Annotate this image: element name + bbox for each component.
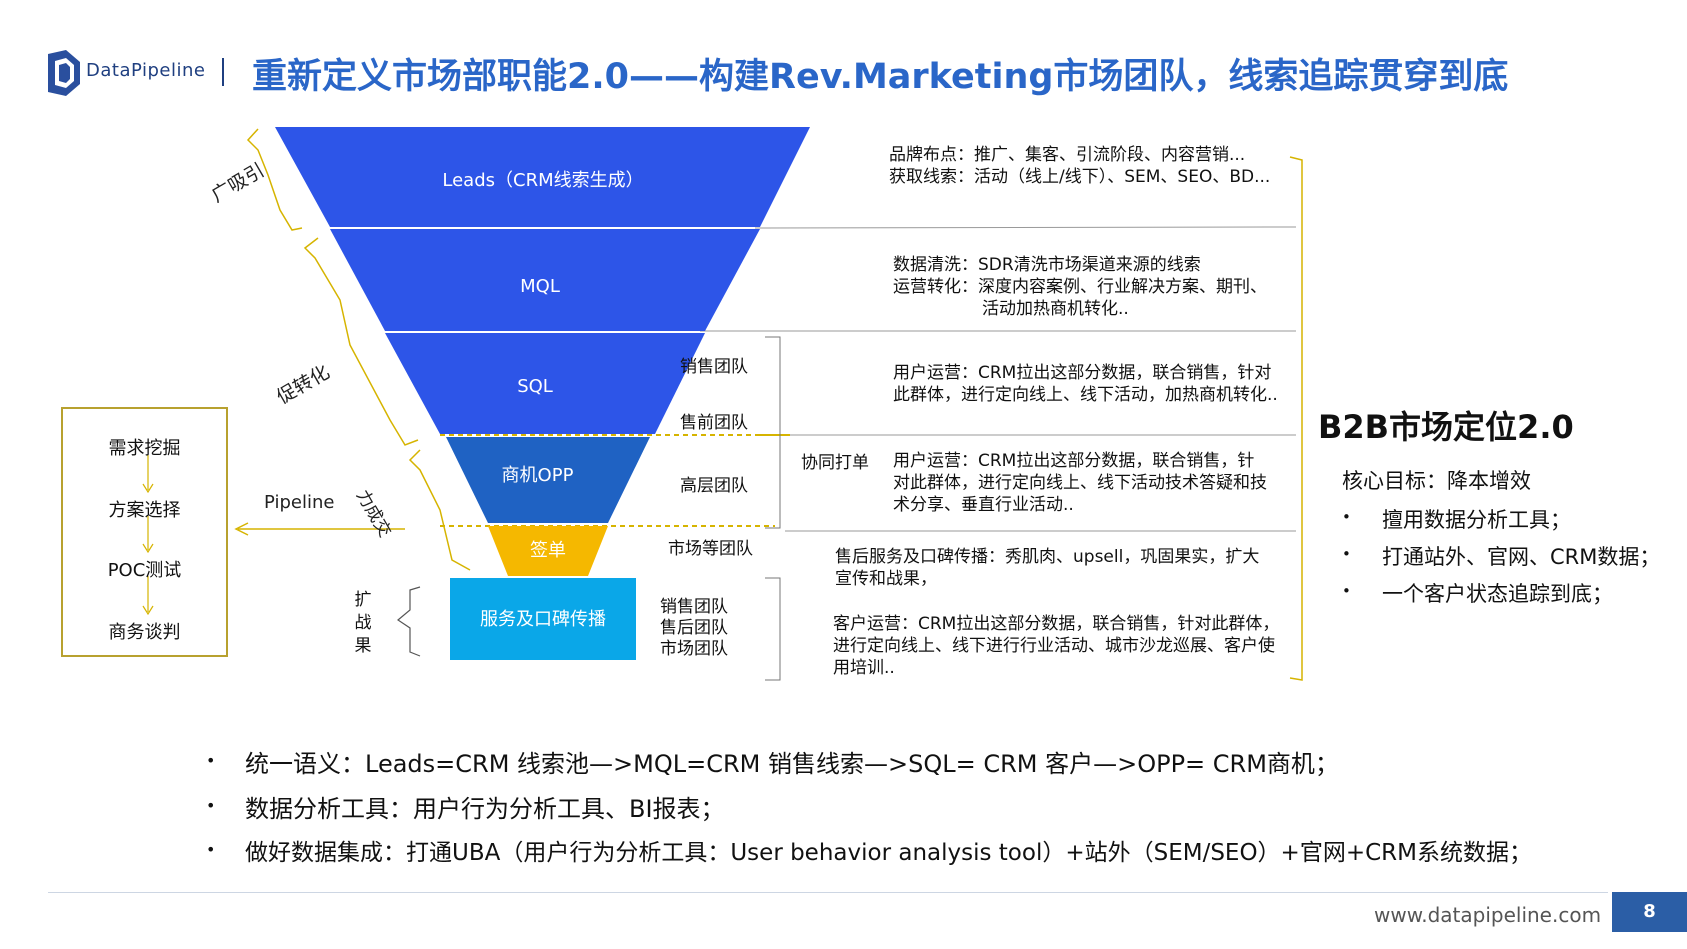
desc-line: 数据清洗：SDR清洗市场渠道来源的线索 xyxy=(893,255,1201,275)
funnel-layer-opp xyxy=(446,437,650,523)
desc-line: 宣传和战果， xyxy=(835,569,937,589)
desc-line: 售后服务及口碑传播：秀肌肉、upsell，巩固果实，扩大 xyxy=(835,547,1260,567)
team-bracket xyxy=(765,336,781,529)
step-arrow-head xyxy=(142,543,154,554)
bullet-icon: • xyxy=(206,840,216,859)
desc-sql: 用户运营：CRM拉出这部分数据，联合销售，针对 此群体，进行定向线上、线下活动，… xyxy=(893,362,1278,406)
desc-mql: 数据清洗：SDR清洗市场渠道来源的线索 运营转化：深度内容案例、行业解决方案、期… xyxy=(893,254,1267,320)
b2b-goal-item: 擅用数据分析工具； xyxy=(1382,508,1571,532)
step-arrow-head xyxy=(142,605,154,616)
funnel-layer-leads xyxy=(275,127,810,227)
b2b-goal-item: 打通站外、官网、CRM数据； xyxy=(1382,545,1661,569)
funnel-label-opp: 商机OPP xyxy=(501,465,574,486)
pipeline-step: 需求挖掘 xyxy=(108,438,181,459)
pipeline-label: Pipeline xyxy=(264,492,335,513)
row-divider xyxy=(754,226,1297,229)
desc-line: 获取线索：活动（线上/线下）、SEM、SEO、BD... xyxy=(889,167,1271,187)
bullet-icon: • xyxy=(1342,582,1351,600)
bottom-point: 做好数据集成：打通UBA（用户行为分析工具：User behavior anal… xyxy=(245,840,1532,866)
desc-line: 客户运营：CRM拉出这部分数据，联合销售，针对此群体， xyxy=(833,614,1280,634)
desc-line: 用户运营：CRM拉出这部分数据，联合销售，针对 xyxy=(893,363,1272,383)
expand-bracket xyxy=(396,586,421,657)
funnel-label-mql: MQL xyxy=(520,276,560,297)
bullet-icon: • xyxy=(1342,508,1351,526)
bottom-point: 统一语义：Leads=CRM 线索池—>MQL=CRM 销售线索—>SQL= C… xyxy=(245,750,1339,778)
pipeline-arrow-head xyxy=(234,522,249,536)
desc-line: 此群体，进行定向线上、线下活动，加热商机转化.. xyxy=(893,385,1278,405)
pipeline-steps-box xyxy=(61,407,228,657)
core-goal: 核心目标：降本增效 xyxy=(1342,469,1531,493)
bottom-point: 数据分析工具：用户行为分析工具、BI报表； xyxy=(245,795,725,823)
desc-opp: 用户运营：CRM拉出这部分数据，联合销售，针 对此群体，进行定向线上、线下活动技… xyxy=(893,450,1267,516)
page-title: 重新定义市场部职能2.0——构建Rev.Marketing市场团队，线索追踪贯穿… xyxy=(252,57,1509,97)
desc-leads: 品牌布点：推广、集客、引流阶段、内容营销... 获取线索：活动（线上/线下）、S… xyxy=(889,144,1270,188)
funnel-layer-deal xyxy=(488,526,608,576)
convert-bracket xyxy=(303,237,419,446)
bullet-icon: • xyxy=(1342,545,1351,563)
desc-line: 术分享、垂直行业活动.. xyxy=(893,495,1074,515)
team-collab: 协同打单 xyxy=(801,453,869,473)
team-sales: 销售团队 xyxy=(680,357,748,377)
close-bracket xyxy=(408,449,471,571)
team-senior: 高层团队 xyxy=(680,476,748,496)
funnel-layer-mql xyxy=(330,229,760,331)
desc-line: 用培训.. xyxy=(833,658,895,678)
desc-line: 活动加热商机转化.. xyxy=(982,299,1129,319)
footer-url: www.datapipeline.com xyxy=(1374,903,1602,927)
desc-line: 用户运营：CRM拉出这部分数据，联合销售，针 xyxy=(893,451,1255,471)
team-bracket xyxy=(765,577,781,681)
desc-line: 进行定向线上、线下进行行业活动、城市沙龙巡展、客户使 xyxy=(833,636,1275,656)
pipeline-step: POC测试 xyxy=(107,560,182,581)
pipeline-step: 方案选择 xyxy=(108,500,181,521)
footer-divider xyxy=(48,892,1608,893)
description-bracket xyxy=(1289,156,1303,681)
funnel-layer-sql xyxy=(385,333,705,434)
b2b-title: B2B市场定位2.0 xyxy=(1318,408,1574,446)
service-box xyxy=(450,578,636,660)
desc-customer-ops: 客户运营：CRM拉出这部分数据，联合销售，针对此群体， 进行定向线上、线下进行行… xyxy=(833,613,1279,679)
desc-after-sales: 售后服务及口碑传播：秀肌肉、upsell，巩固果实，扩大 宣传和战果， xyxy=(835,546,1259,590)
title-separator xyxy=(222,58,224,86)
b2b-goal-item: 一个客户状态追踪到底； xyxy=(1382,582,1613,606)
desc-line: 对此群体，进行定向线上、线下活动技术答疑和技 xyxy=(893,473,1267,493)
team-presales: 售前团队 xyxy=(680,413,748,433)
funnel-label-sql: SQL xyxy=(517,376,553,397)
team-service-after: 售后团队 xyxy=(660,618,728,638)
page-number: 8 xyxy=(1643,901,1656,922)
desc-line: 品牌布点：推广、集客、引流阶段、内容营销... xyxy=(889,145,1246,165)
pipeline-step: 商务谈判 xyxy=(108,622,181,643)
team-service-sales: 销售团队 xyxy=(660,597,728,617)
logo-text: DataPipeline xyxy=(86,60,206,81)
desc-line: 运营转化：深度内容案例、行业解决方案、期刊、 xyxy=(893,277,1267,297)
bullet-icon: • xyxy=(206,796,216,815)
page-number-box xyxy=(1612,892,1687,932)
bullet-icon: • xyxy=(206,751,216,770)
funnel-label-deal: 签单 xyxy=(530,540,566,561)
team-market-etc: 市场等团队 xyxy=(668,539,753,559)
funnel-label-leads: Leads（CRM线索生成） xyxy=(442,170,644,191)
team-service-market: 市场团队 xyxy=(660,639,728,659)
attract-bracket xyxy=(246,128,303,231)
step-arrow-head xyxy=(142,483,154,494)
stage-label-expand: 扩战果 xyxy=(354,590,372,656)
datapipeline-logo-icon xyxy=(48,50,80,96)
service-box-label: 服务及口碑传播 xyxy=(480,609,606,630)
